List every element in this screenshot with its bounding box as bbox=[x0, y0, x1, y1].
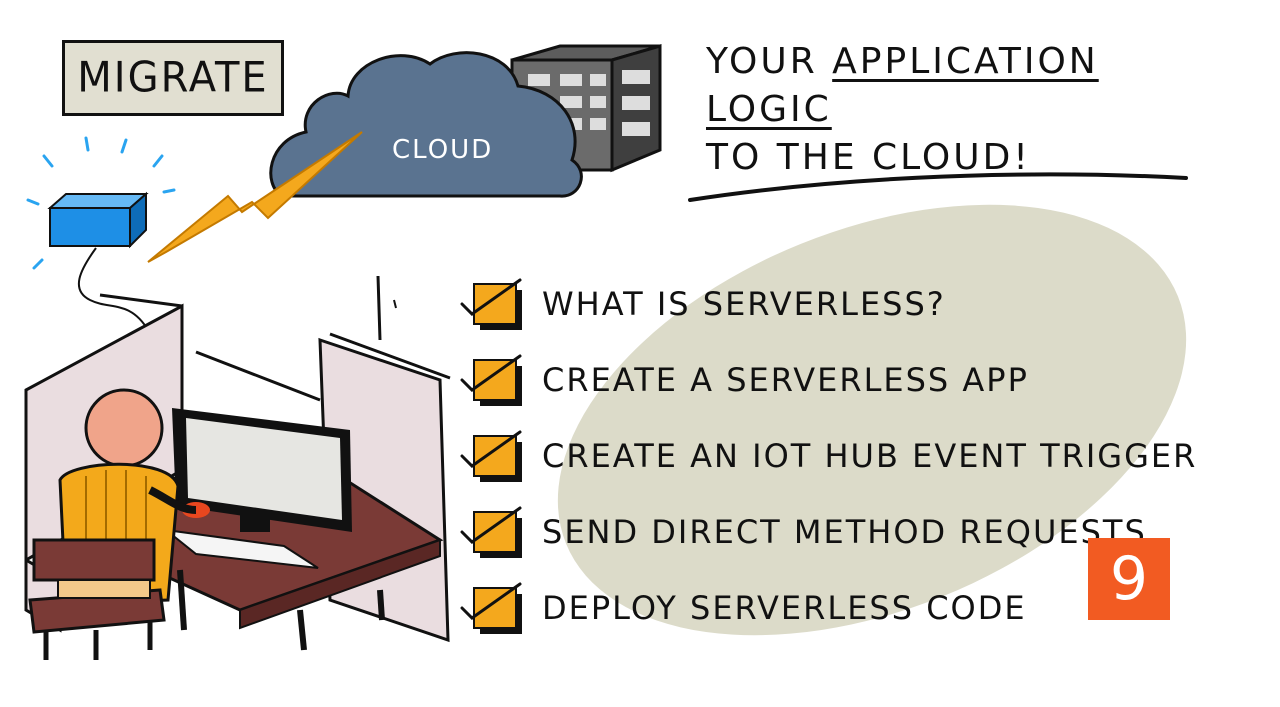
checklist-item-label: WHAT IS SERVERLESS? bbox=[542, 285, 946, 323]
lightning-bolt-icon bbox=[147, 131, 363, 263]
cloud-icon bbox=[269, 51, 583, 198]
background-oval bbox=[557, 204, 1187, 636]
checklist-item: CREATE AN IOT HUB EVENT TRIGGER bbox=[458, 418, 1218, 494]
checklist-item-label: CREATE AN IOT HUB EVENT TRIGGER bbox=[542, 437, 1198, 475]
headline: YOUR APPLICATION LOGIC TO THE CLOUD! bbox=[706, 38, 1226, 182]
checklist-item-label: CREATE A SERVERLESS APP bbox=[542, 361, 1029, 399]
checkbox-checked-icon bbox=[458, 502, 530, 562]
lesson-number: 9 bbox=[1109, 544, 1149, 614]
headline-line-1: YOUR APPLICATION LOGIC bbox=[706, 38, 1226, 134]
title-tag-text: MIGRATE bbox=[77, 53, 269, 103]
checkbox-checked-icon bbox=[458, 350, 530, 410]
checkbox-checked-icon bbox=[458, 578, 530, 638]
checkbox-checked-icon bbox=[458, 426, 530, 486]
monitor-icon bbox=[172, 408, 352, 532]
checklist-item: WHAT IS SERVERLESS? bbox=[458, 266, 1218, 342]
headline-prefix: YOUR bbox=[706, 41, 833, 82]
checklist-item: DEPLOY SERVERLESS CODE bbox=[458, 570, 1218, 646]
signal-rays-icon bbox=[26, 136, 176, 270]
lesson-number-badge: 9 bbox=[1088, 538, 1170, 620]
header-divider bbox=[688, 172, 1188, 202]
checklist-item-label: SEND DIRECT METHOD REQUESTS bbox=[542, 513, 1147, 551]
iot-device-icon bbox=[47, 191, 149, 249]
topic-checklist: WHAT IS SERVERLESS? CREATE A SERVERLESS … bbox=[458, 266, 1218, 646]
headline-line-2: TO THE CLOUD! bbox=[706, 137, 1031, 178]
cloud-label: CLOUD bbox=[392, 135, 493, 165]
checklist-item-label: DEPLOY SERVERLESS CODE bbox=[542, 589, 1027, 627]
keyboard-icon bbox=[162, 528, 319, 569]
checklist-item: CREATE A SERVERLESS APP bbox=[458, 342, 1218, 418]
checklist-item: SEND DIRECT METHOD REQUESTS bbox=[458, 494, 1218, 570]
headline-underlined: APPLICATION LOGIC bbox=[706, 41, 1099, 130]
title-tag: MIGRATE bbox=[62, 40, 284, 116]
chair-icon bbox=[28, 538, 166, 660]
checkbox-checked-icon bbox=[458, 274, 530, 334]
